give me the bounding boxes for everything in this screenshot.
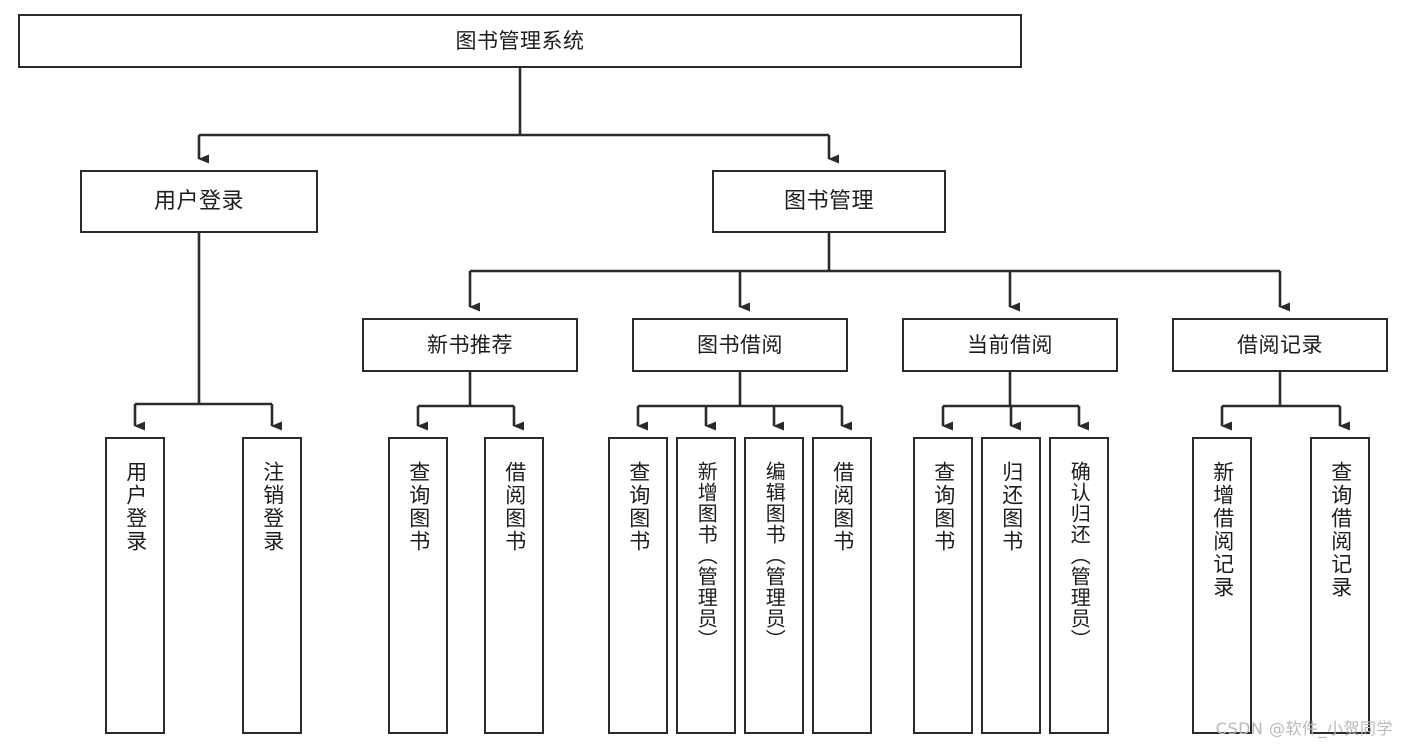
node-leaf-query-book-current[interactable]: 查询图书	[913, 437, 973, 734]
node-label: 新增借阅记录	[1210, 461, 1235, 599]
node-leaf-borrow-book-recommend[interactable]: 借阅图书	[484, 437, 544, 734]
node-leaf-query-book-borrow[interactable]: 查询图书	[608, 437, 668, 734]
node-label: 图书管理系统	[455, 28, 585, 53]
node-label: 图书管理	[783, 188, 874, 214]
node-label: 查询借阅记录	[1328, 461, 1353, 599]
node-label: 当前借阅	[967, 332, 1053, 357]
node-label: 借阅图书	[830, 461, 855, 553]
node-current-borrow[interactable]: 当前借阅	[902, 318, 1118, 372]
node-root[interactable]: 图书管理系统	[18, 14, 1022, 68]
node-label: 注销登录	[260, 461, 285, 553]
node-user-login[interactable]: 用户登录	[80, 170, 318, 233]
node-leaf-add-record[interactable]: 新增借阅记录	[1192, 437, 1252, 734]
node-leaf-borrow-book[interactable]: 借阅图书	[812, 437, 872, 734]
node-new-book-recommend[interactable]: 新书推荐	[362, 318, 578, 372]
node-label: 查询图书	[406, 461, 431, 553]
node-leaf-query-record[interactable]: 查询借阅记录	[1310, 437, 1370, 734]
node-label: 用户登录	[153, 188, 244, 214]
node-label: 归还图书	[999, 461, 1024, 553]
node-label: 借阅图书	[502, 461, 527, 553]
node-label: 借阅记录	[1237, 332, 1323, 357]
node-borrow-record[interactable]: 借阅记录	[1172, 318, 1388, 372]
watermark-label: CSDN @软件_小贺同学	[1215, 719, 1393, 738]
node-leaf-confirm-return[interactable]: 确认归还（管理员）	[1049, 437, 1109, 734]
node-leaf-query-book-recommend[interactable]: 查询图书	[388, 437, 448, 734]
node-label: 确认归还（管理员）	[1067, 461, 1092, 650]
node-label: 查询图书	[626, 461, 651, 553]
node-leaf-add-book[interactable]: 新增图书（管理员）	[676, 437, 736, 734]
node-label: 新书推荐	[427, 332, 513, 357]
node-label: 查询图书	[931, 461, 956, 553]
node-leaf-logout[interactable]: 注销登录	[242, 437, 302, 734]
node-leaf-edit-book[interactable]: 编辑图书（管理员）	[744, 437, 804, 734]
node-leaf-user-login[interactable]: 用户登录	[105, 437, 165, 734]
node-book-borrow[interactable]: 图书借阅	[632, 318, 848, 372]
node-label: 编辑图书（管理员）	[762, 461, 787, 650]
node-book-management[interactable]: 图书管理	[712, 170, 946, 233]
node-label: 图书借阅	[697, 332, 783, 357]
node-leaf-return-book[interactable]: 归还图书	[981, 437, 1041, 734]
node-label: 用户登录	[123, 461, 148, 553]
node-label: 新增图书（管理员）	[694, 461, 719, 650]
